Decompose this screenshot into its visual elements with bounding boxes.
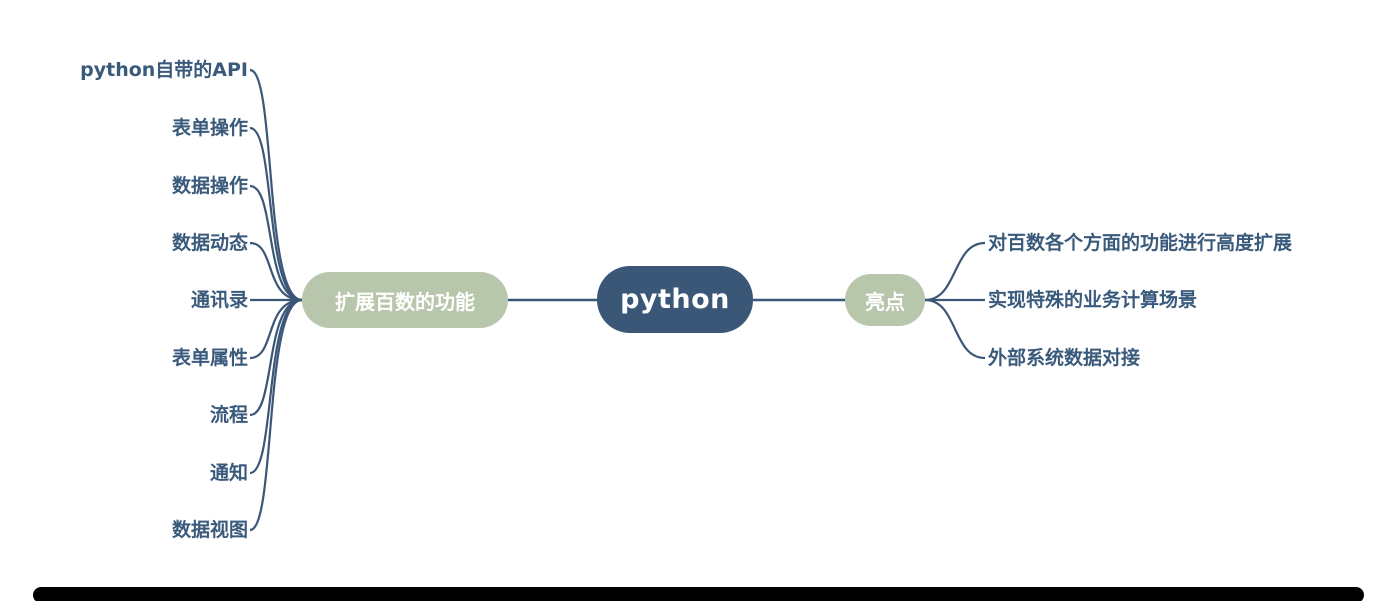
window-bottom-edge	[33, 587, 1364, 601]
connector-left-leaf-0	[249, 68, 303, 302]
leaf-special-scenarios[interactable]: 实现特殊的业务计算场景	[988, 289, 1198, 311]
root-node-python[interactable]: python	[597, 266, 753, 333]
connector-right-leaf-2	[924, 298, 986, 360]
branch-node-extend-features[interactable]: 扩展百数的功能	[302, 272, 508, 328]
leaf-external-data[interactable]: 外部系统数据对接	[988, 347, 1141, 369]
connector-left-leaf-7	[249, 298, 303, 475]
connector-left-leaf-1	[249, 126, 303, 302]
connector-left-leaf-5	[249, 298, 303, 360]
leaf-python-api[interactable]: python自带的API	[80, 59, 248, 81]
leaf-workflow[interactable]: 流程	[209, 404, 248, 426]
connector-left-leaf-3	[249, 241, 303, 302]
branch-node-highlights[interactable]: 亮点	[845, 274, 925, 326]
leaf-notifications[interactable]: 通知	[209, 462, 248, 484]
leaf-data-views[interactable]: 数据视图	[171, 519, 248, 541]
leaf-data-operations[interactable]: 数据操作	[171, 175, 248, 197]
leaf-contacts[interactable]: 通讯录	[190, 289, 248, 311]
leaf-data-dynamics[interactable]: 数据动态	[171, 232, 248, 254]
connector-left-leaf-2	[249, 184, 303, 302]
leaf-form-properties[interactable]: 表单属性	[171, 347, 248, 369]
leaf-high-extension[interactable]: 对百数各个方面的功能进行高度扩展	[988, 232, 1293, 254]
leaf-form-operations[interactable]: 表单操作	[171, 117, 248, 139]
connector-left-leaf-8	[249, 298, 303, 532]
connector-left-leaf-6	[249, 298, 303, 417]
connector-right-leaf-0	[924, 241, 986, 302]
